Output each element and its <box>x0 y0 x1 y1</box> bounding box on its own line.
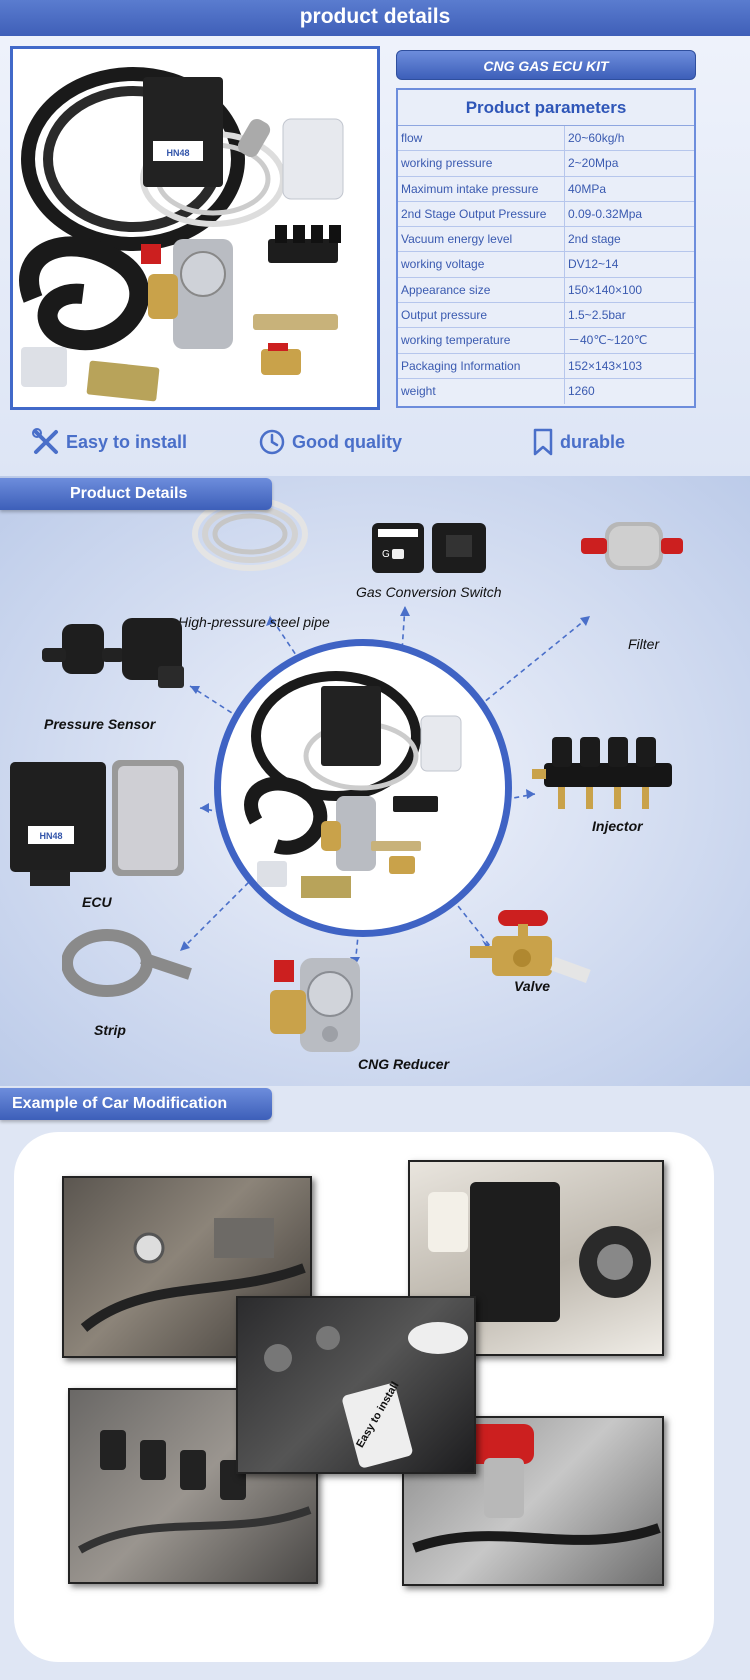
car-modification-section: Easy to install <box>0 1086 750 1680</box>
part-pressure-sensor <box>38 616 193 696</box>
label-pressure-sensor: Pressure Sensor <box>44 716 156 732</box>
bookmark-icon <box>533 428 553 456</box>
clock-icon <box>259 429 285 455</box>
banner-title: product details <box>299 5 451 28</box>
svg-text:G: G <box>382 549 390 560</box>
ecu-image: HN48 <box>10 760 184 886</box>
part-cng-reducer <box>262 956 382 1061</box>
part-injector <box>532 731 682 821</box>
gear-switch-illustration: Easy to install <box>264 1322 468 1468</box>
example-header: Example of Car Modification <box>0 1088 272 1120</box>
part-ecu: HN48 <box>8 758 188 893</box>
part-filter <box>573 516 693 581</box>
ecu-installed-illustration <box>428 1182 651 1322</box>
valve-installed-illustration <box>412 1424 661 1553</box>
valve-image <box>470 910 591 984</box>
filter-image <box>581 522 683 570</box>
label-steel-pipe: High-pressure steel pipe <box>178 614 330 630</box>
param-row: working temperature－40℃~120℃ <box>398 328 694 354</box>
label-injector: Injector <box>592 818 643 834</box>
photo-engine-bay-1 <box>62 1176 312 1358</box>
kit-ecu-label: HN48 <box>166 148 189 158</box>
injector-image <box>532 737 672 809</box>
part-valve <box>468 908 596 1003</box>
feature-good-quality: Good quality <box>258 428 402 456</box>
gas-switch-image: G <box>372 523 486 573</box>
product-details-header: Product Details <box>0 478 272 510</box>
ecu-model-label: HN48 <box>39 831 62 841</box>
page-banner: product details <box>0 0 750 36</box>
feature-easy-install: Easy to install <box>32 428 187 456</box>
feature-durable: durable <box>532 428 625 456</box>
kit-thumbnail <box>244 671 462 898</box>
product-details-diagram: High-pressure steel pipe G Gas Conversio… <box>0 476 750 1086</box>
engine-bay-illustration <box>80 1218 306 1332</box>
kit-product-image: HN48 <box>10 46 380 410</box>
tools-icon <box>32 428 58 454</box>
label-strip: Strip <box>94 1022 126 1038</box>
strip-image <box>61 929 192 997</box>
kit-title: CNG GAS ECU KIT <box>396 50 696 80</box>
injectors-illustration <box>78 1430 312 1554</box>
label-ecu: ECU <box>82 894 112 910</box>
pressure-sensor-image <box>42 618 184 688</box>
part-gas-switch: G <box>370 521 488 581</box>
kit-illustration: HN48 <box>19 67 344 402</box>
label-gas-switch: Gas Conversion Switch <box>356 584 502 600</box>
kit-center-image <box>214 639 512 937</box>
photo-gear-switch: Easy to install <box>236 1296 476 1474</box>
part-strip <box>61 928 192 1003</box>
cng-reducer-image <box>270 958 360 1052</box>
label-cng-reducer: CNG Reducer <box>358 1056 450 1072</box>
kit-overview-section: HN48 CNG GAS E <box>0 36 750 476</box>
parameters-title: Product parameters <box>398 90 694 126</box>
label-valve: Valve <box>514 978 551 994</box>
label-filter: Filter <box>628 636 660 652</box>
